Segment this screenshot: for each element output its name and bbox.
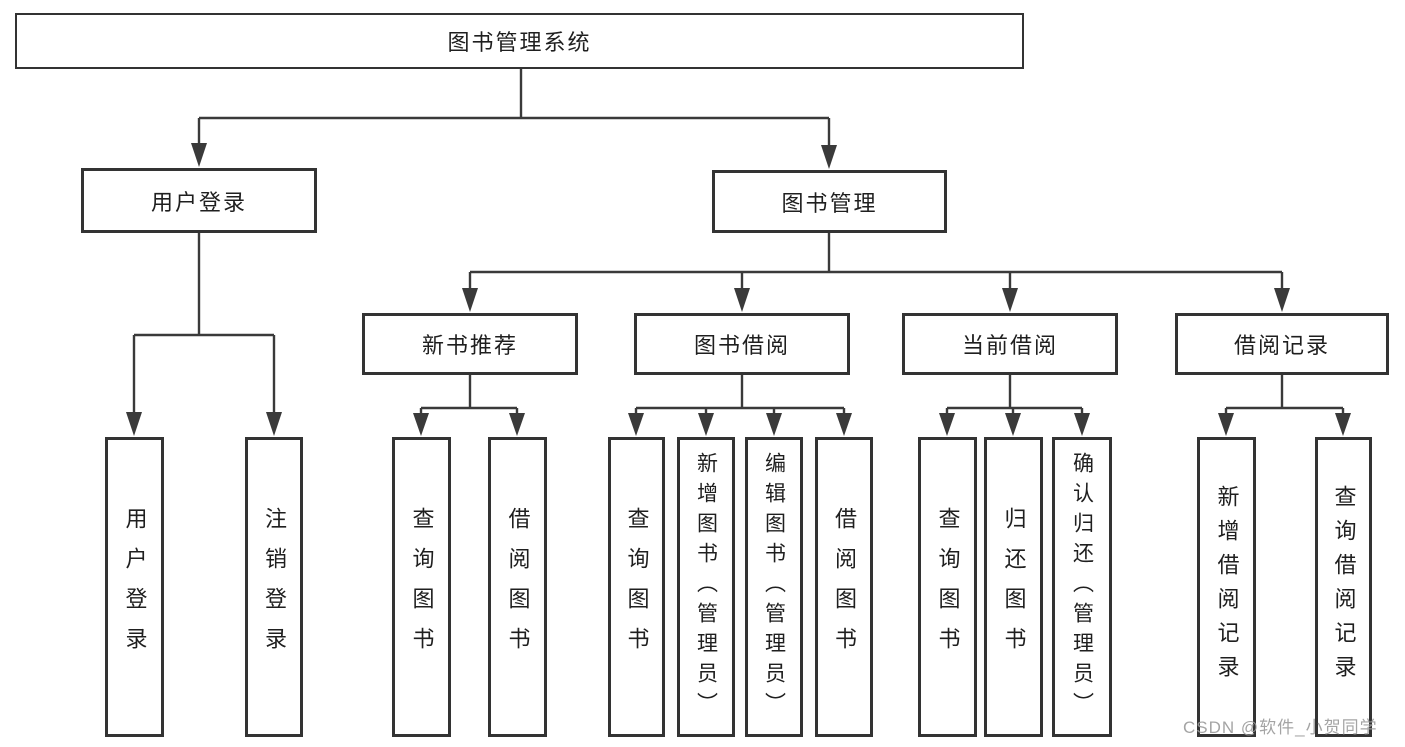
leaf-bb-add-books: 新增图书（管理员） <box>677 437 735 737</box>
node-borrow-records: 借阅记录 <box>1175 313 1389 375</box>
csdn-watermark: CSDN @软件_小贺同学 <box>1183 718 1378 737</box>
leaf-br-query-record-label: 查询借阅记录 <box>1331 485 1357 689</box>
leaf-br-add-record: 新增借阅记录 <box>1197 437 1256 737</box>
leaf-cb-confirm-return-label: 确认归还（管理员） <box>1070 452 1094 722</box>
node-current-borrow: 当前借阅 <box>902 313 1118 375</box>
leaf-cb-return-books-label: 归还图书 <box>1001 507 1027 667</box>
leaf-bb-query-books-label: 查询图书 <box>624 507 650 667</box>
leaf-br-query-record: 查询借阅记录 <box>1315 437 1372 737</box>
connector-newbook-children <box>413 375 525 436</box>
node-book-borrow: 图书借阅 <box>634 313 850 375</box>
leaf-bb-add-books-label: 新增图书（管理员） <box>694 452 718 722</box>
leaf-bb-borrow-books-label: 借阅图书 <box>832 507 857 667</box>
leaf-bb-edit-books: 编辑图书（管理员） <box>745 437 803 737</box>
connector-userlogin-children <box>126 233 282 436</box>
leaf-user-login: 用户登录 <box>105 437 164 737</box>
leaf-cb-query-books-label: 查询图书 <box>935 507 961 667</box>
leaf-cb-return-books: 归还图书 <box>984 437 1043 737</box>
leaf-nb-borrow-books-label: 借阅图书 <box>505 507 531 667</box>
leaf-bb-borrow-books: 借阅图书 <box>815 437 873 737</box>
node-root: 图书管理系统 <box>15 13 1024 69</box>
node-user-login: 用户登录 <box>81 168 317 233</box>
leaf-bb-query-books: 查询图书 <box>608 437 665 737</box>
connector-root-to-level2 <box>191 69 837 169</box>
leaf-logout-label: 注销登录 <box>262 507 287 667</box>
leaf-nb-borrow-books: 借阅图书 <box>488 437 547 737</box>
connector-bookmgmt-level3 <box>462 233 1290 312</box>
connector-currentborrow-children <box>939 375 1090 436</box>
leaf-bb-edit-books-label: 编辑图书（管理员） <box>762 452 786 722</box>
leaf-cb-confirm-return: 确认归还（管理员） <box>1052 437 1112 737</box>
node-book-management: 图书管理 <box>712 170 947 233</box>
node-new-book-recommend: 新书推荐 <box>362 313 578 375</box>
leaf-logout: 注销登录 <box>245 437 303 737</box>
connector-borrowrecords-children <box>1218 375 1351 436</box>
leaf-user-login-label: 用户登录 <box>122 507 148 667</box>
leaf-cb-query-books: 查询图书 <box>918 437 977 737</box>
connector-bookborrow-children <box>628 375 852 436</box>
leaf-br-add-record-label: 新增借阅记录 <box>1214 485 1240 689</box>
leaf-nb-query-books: 查询图书 <box>392 437 451 737</box>
leaf-nb-query-books-label: 查询图书 <box>409 507 435 667</box>
